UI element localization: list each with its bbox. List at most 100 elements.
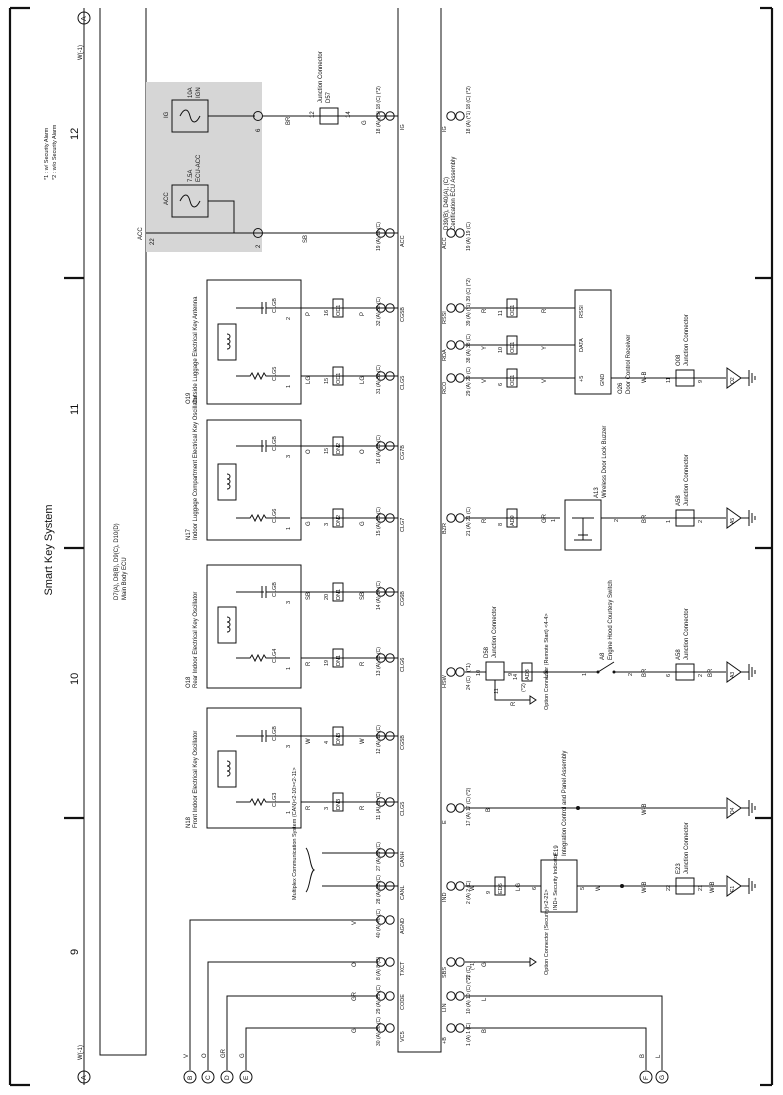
antenna-wire-color-top: O — [306, 449, 312, 454]
antenna-conn-top-label: DN2 — [336, 443, 342, 454]
receiver-pin-rssi: RSSI — [579, 305, 585, 318]
right-pin-nums: 18 (A) (*1) 18 (C) (*2) — [466, 86, 472, 134]
wire-ind-lg-color: LG — [516, 883, 522, 891]
antenna-id: O19 — [186, 392, 192, 404]
a58b-pin-right: 2 — [698, 674, 704, 677]
antenna-coil-box — [217, 606, 237, 644]
antenna-id: N17 — [186, 528, 192, 540]
antenna-pin-top: 3 — [286, 745, 292, 748]
left-connector — [183, 1070, 197, 1084]
ecu-pin-nums: 40 (A) 40 (C) — [376, 909, 382, 938]
buzzer-pin-2: 2 — [614, 519, 620, 522]
indicator-pin-6: 6 — [532, 887, 538, 890]
receiver-id: O26 — [618, 382, 624, 394]
receiver-name: Door Control Receiver — [626, 335, 632, 394]
right-connector-wire: L — [656, 1054, 662, 1058]
ecu-pin-a — [376, 797, 386, 807]
antenna-wire-color-bottom: LG — [306, 376, 312, 384]
antenna-conn-bottom-label: DN2 — [336, 515, 342, 526]
right-pin-a — [446, 881, 456, 891]
acc-bus-label: ACC — [138, 227, 144, 240]
ecu-pin-a — [376, 513, 386, 523]
receiver-pin-gnd: GND — [600, 374, 606, 386]
right-pin-a — [446, 228, 456, 238]
antenna-conn-top-label: DN3 — [336, 733, 342, 744]
sbs-note: Option Connector (Security)<2-21> — [544, 889, 550, 975]
wire-plusb — [465, 1027, 647, 1070]
antenna-top-label: CLGB — [272, 726, 278, 741]
ecu-pin-name: CLG5 — [400, 376, 406, 390]
acc-bus-pin: 22 — [150, 238, 156, 245]
ecu-pin-nums: 32 (A) 32 (C) — [376, 297, 382, 326]
conn-pin-bzr: 8 — [498, 523, 504, 526]
right-pin-c — [455, 1023, 465, 1033]
ecu-pin-name: CANH — [400, 851, 406, 867]
right-pin-a — [446, 303, 456, 313]
right-pin-nums: 22 (C) — [466, 966, 472, 980]
antenna-wire-color-bottom-r: LG — [360, 376, 366, 384]
right-pin-a — [446, 340, 456, 350]
right-pin-name: E — [442, 820, 448, 824]
antenna-pin-bottom: 1 — [286, 385, 292, 388]
cert-ecu-name: Certification ECU Assembly — [451, 157, 457, 230]
antenna-name: Outside Luggage Electrical Key Antenna — [193, 296, 199, 404]
wire-vc5-color: G — [352, 1028, 358, 1033]
ecu-pin-c — [385, 228, 395, 238]
wire-sbs-color: G — [482, 962, 488, 967]
antenna-pin-bottom: 1 — [286, 811, 292, 814]
wire-vc5 — [245, 1027, 378, 1070]
right-pin-c — [455, 303, 465, 313]
fuse-ig-symbol — [179, 109, 201, 123]
indicator-inner: IND+ Security Indicator — [553, 853, 559, 910]
junction-a58b — [675, 663, 695, 681]
ecu-pin-nums: 19 (A) 19 (C) — [376, 222, 382, 251]
wire-color-rssi: R — [482, 308, 488, 313]
page-connector-top — [77, 11, 91, 25]
right-pin-c — [455, 228, 465, 238]
ecu-pin-a — [376, 111, 386, 121]
antenna-wire-color-bottom-r: G — [360, 521, 366, 526]
antenna-bottom-label: CLG3 — [272, 793, 278, 807]
ecu-pin-name: IG — [400, 124, 406, 130]
antenna-wire-color-bottom: G — [306, 521, 312, 526]
remote-start-note: Option Connector (Remote Start) <4-4> — [544, 613, 550, 710]
right-pin-a — [446, 667, 456, 677]
conn-rda — [506, 335, 518, 355]
antenna-wire-color-top-r: O — [360, 449, 366, 454]
ecu-pin-nums: 30 (A) 30 (C) — [376, 1017, 382, 1046]
receiver-pin-data: DATA — [579, 338, 585, 352]
buzzer-pin-1: 1 — [551, 519, 557, 522]
antenna-conn-top-label: OD1 — [336, 305, 342, 316]
wire-color2-rco: V — [542, 379, 548, 383]
fuse-acc-symbol — [179, 194, 201, 208]
wire-remote-start — [494, 680, 530, 701]
ecu-pin-c — [385, 303, 395, 313]
o08-pin-right: 9 — [698, 380, 704, 383]
right-pin-c — [455, 513, 465, 523]
antenna-conn-pin-bottom: 3 — [324, 523, 330, 526]
wire-hood-color: BR — [642, 668, 648, 677]
o08-id: O08 — [676, 354, 682, 366]
hood-switch-node-b — [612, 670, 616, 674]
remote-start-arrow — [529, 695, 537, 705]
conn-rco — [506, 368, 518, 388]
antenna-coil — [226, 473, 231, 490]
grid-number: 9 — [69, 949, 81, 955]
conn-rco-label: OD1 — [510, 375, 516, 386]
receiver-pin-plus5: +5 — [579, 376, 585, 382]
ecu-pin-name: CLG6 — [400, 658, 406, 672]
ground-d4-label: D4 — [730, 807, 736, 814]
can-note: Multiplex Communication System (CAN)<2-1… — [292, 767, 298, 900]
ecu-pin-a — [376, 653, 386, 663]
right-pin-name: SBS — [442, 967, 448, 978]
antenna-conn-pin-bottom: 3 — [324, 807, 330, 810]
antenna-top-label: CLGB — [272, 298, 278, 313]
fuse-ig-pin: 6 — [256, 128, 262, 132]
ecu-pin-name: CG7B — [400, 445, 406, 460]
right-pin-c — [455, 111, 465, 121]
ecu-pin-a — [376, 228, 386, 238]
e23-pin-right: 21 — [698, 885, 704, 891]
antenna-conn-bottom-label: OD1 — [336, 373, 342, 384]
antenna-wire-color-top: SB — [306, 592, 312, 600]
